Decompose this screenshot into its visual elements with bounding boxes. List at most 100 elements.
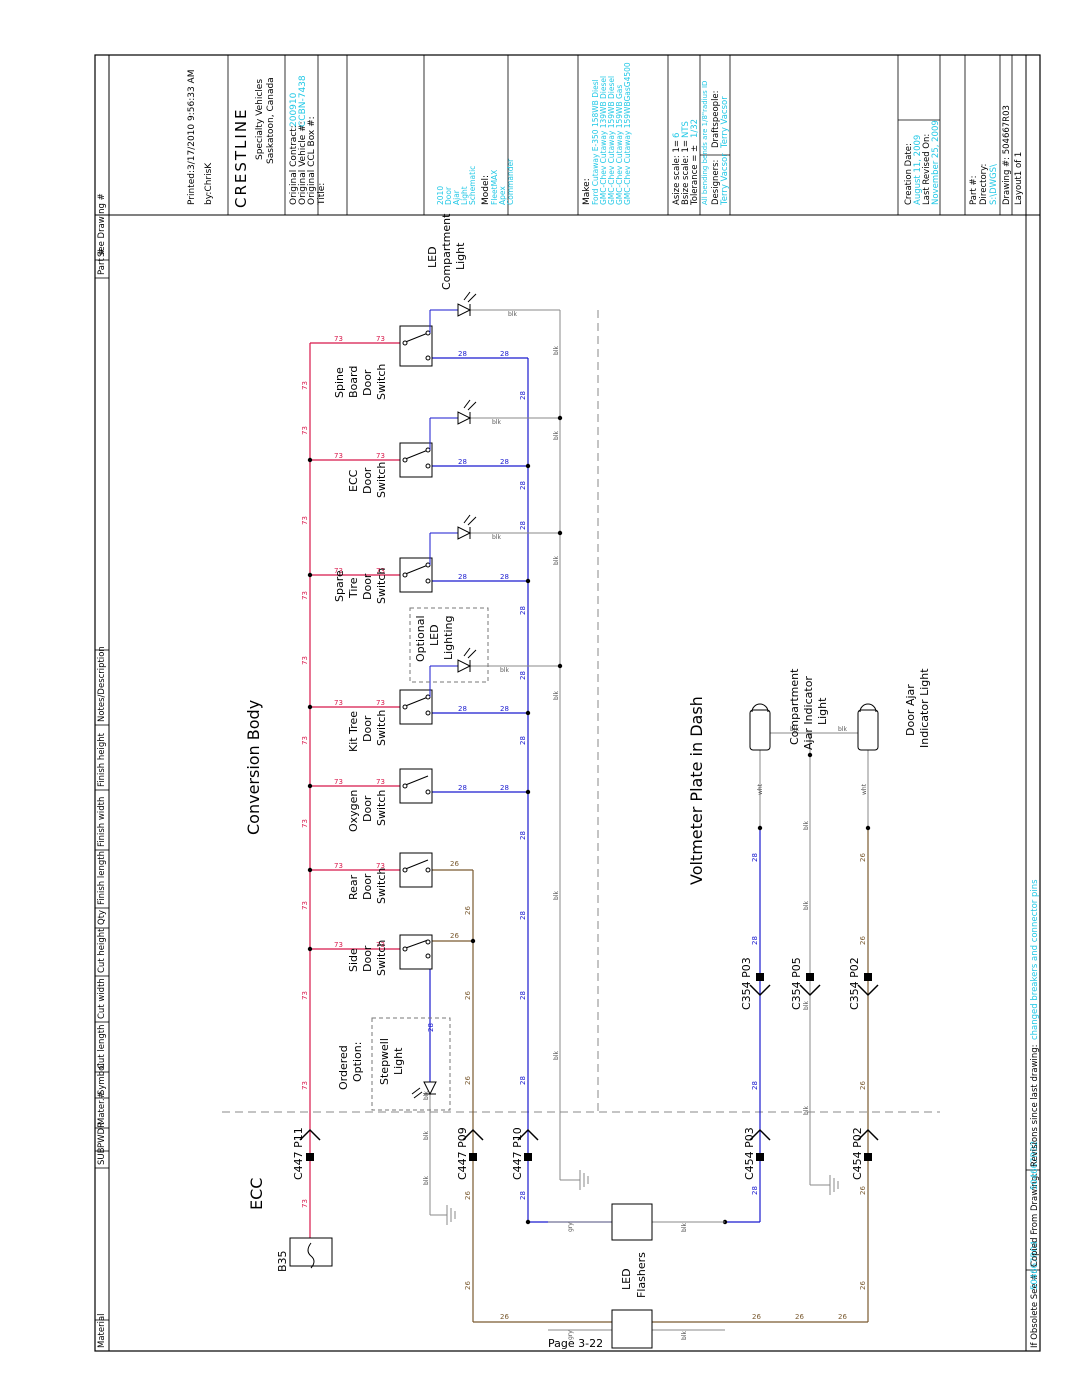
stepwell-box — [371, 1017, 451, 1111]
switch-label: Switch — [375, 364, 388, 400]
footer-obsolete-label: If Obsolete See #: — [1030, 1271, 1040, 1348]
wire-28-label: 28 — [427, 1023, 435, 1032]
switch-spare-tire-door: Spare Tire Door Switch — [333, 557, 433, 604]
switch-label: Switch — [375, 462, 388, 498]
footer-revisions-value: changed breakers and connector pins — [1030, 879, 1040, 1040]
connector-c454-p03: C454 P03 — [743, 1127, 771, 1180]
wire-blk-label: blk — [553, 1051, 560, 1060]
footer-revisions-label: Revisions since last drawing: — [1030, 1044, 1040, 1167]
compartment-indicator-label: Light — [816, 697, 829, 725]
wire-28-label: 28 — [458, 350, 467, 358]
stepwell-light-label: Light — [392, 1047, 405, 1075]
wire-28-label: 28 — [751, 1186, 759, 1195]
title-value-2: Door — [444, 186, 453, 205]
switch-label: Door — [361, 715, 374, 742]
led-flasher-box-2 — [611, 1309, 653, 1349]
wire-blk-label: blk — [553, 431, 560, 440]
door-indicator-label: Door Ajar — [904, 684, 917, 736]
connector-label: C354 P03 — [740, 957, 753, 1010]
connector-c354-p03: C354 P03 — [740, 957, 771, 1010]
led-icon — [457, 291, 477, 317]
compartment-indicator-label: Ajar Indicator — [802, 676, 815, 750]
connector-label: C354 P02 — [848, 957, 861, 1010]
flashers-label: Flashers — [635, 1252, 648, 1298]
wire-wht-label: wht — [861, 783, 868, 795]
switch-label: Oxygen — [347, 790, 360, 832]
connector-label: C354 P05 — [790, 957, 803, 1010]
company-line-1: Specialty Vehicles — [255, 79, 265, 160]
header-col-cut-height: Cut height — [97, 928, 107, 973]
wire-73-label: 73 — [376, 452, 385, 460]
wire-28-label: 28 — [519, 736, 527, 745]
wire-26-label: 26 — [464, 1191, 472, 1200]
header-col-see-drawing: See Drawing # — [97, 193, 107, 257]
directory-value: S:\DWGS\ — [989, 164, 999, 205]
wire-blk-label: blk — [492, 534, 501, 541]
switch-label: Side — [347, 948, 360, 972]
wire-blk-label: blk — [500, 667, 509, 674]
wire-73-label: 73 — [376, 335, 385, 343]
switch-label: Switch — [375, 790, 388, 826]
make-value-4: GMC-Chev Cutaway 159WB Gas — [615, 85, 624, 205]
switch-label: Door — [361, 467, 374, 494]
make-value-5: GMC-Chev Cutaway 159WBGasG4500 — [623, 62, 632, 205]
header-strip: Material SUB PWDR Mater.# Symbol Cut len… — [97, 193, 107, 1348]
wire-73-label: 73 — [334, 567, 343, 575]
header-col-finish-length: Finish length — [97, 851, 107, 905]
make-value-1: Ford Cutaway E-350 158WB Diesl — [591, 79, 600, 205]
wire-blk-label: blk — [508, 311, 517, 318]
wire-73-label: 73 — [301, 901, 309, 910]
printed-by: by:ChrisK — [204, 162, 214, 205]
wire-73-labels: 73 73 73 73 73 73 73 73 73 73 73 73 73 7… — [301, 335, 385, 1208]
wire-73-label: 73 — [376, 699, 385, 707]
section-dash-label: Voltmeter Plate in Dash — [687, 696, 706, 885]
model-value-3: Commander — [506, 158, 515, 205]
switch-side-door: Side Door Switch — [347, 934, 433, 976]
wire-28-label: 28 — [519, 671, 527, 680]
breaker-label: B35 — [276, 1250, 289, 1272]
wire-28-labels: 28 28 28 28 28 28 28 28 28 28 28 28 28 2… — [427, 350, 759, 1200]
bsize-label: Bsize scale: 1= — [681, 140, 691, 205]
last-revised-label: Last Revised On: — [922, 134, 932, 205]
compartment-light-label: Light — [454, 242, 467, 270]
led-icon — [411, 1081, 437, 1099]
wire-73-label: 73 — [301, 736, 309, 745]
wire-28-junctions — [525, 463, 728, 1225]
compartment-indicator-label: Compartment — [788, 668, 801, 745]
compartment-indicator-lamp — [749, 703, 771, 751]
wire-gry-label: gry — [567, 1222, 574, 1232]
wire-26-runs — [430, 828, 869, 1323]
door-ajar-indicator-lamp — [857, 703, 879, 751]
draftspeople-value: Terry Vacsor — [720, 96, 730, 149]
wire-73-label: 73 — [301, 426, 309, 435]
footer-obsolete-value: 504667R04 — [1030, 1241, 1040, 1290]
wire-blk-label: blk — [838, 726, 847, 733]
wire-blk-label: blk — [553, 691, 560, 700]
wire-26-label: 26 — [752, 1313, 761, 1321]
header-material: Material — [97, 1313, 107, 1348]
wire-26-label: 26 — [464, 1281, 472, 1290]
wire-28-label: 28 — [519, 606, 527, 615]
wire-26-labels: 26 26 26 26 26 26 26 26 26 26 26 26 26 2… — [450, 853, 867, 1321]
wire-26-label: 26 — [859, 1281, 867, 1290]
stepwell-light-label: Stepwell — [378, 1038, 391, 1085]
wire-73-label: 73 — [301, 656, 309, 665]
asize-label: Asize scale: 1= — [672, 140, 682, 205]
original-contract-label: Original Contract: — [289, 125, 299, 205]
bsize-value: NTS — [681, 121, 691, 138]
page-label: Page 3-22 — [548, 1337, 603, 1350]
footer-strip: If Obsolete See #: 504667R04 Copied From… — [1030, 879, 1040, 1348]
wire-73-label: 73 — [334, 862, 343, 870]
connector-c447-p10: C447 P10 — [511, 1127, 539, 1180]
wire-26-label: 26 — [859, 936, 867, 945]
flashers-label: LED — [620, 1268, 633, 1290]
wire-28-runs — [429, 357, 761, 1223]
connector-c354-p05: C354 P05 — [790, 957, 821, 1010]
switch-spine-board-door: Spine Board Door Switch — [333, 325, 433, 400]
connector-c447-p09: C447 P09 — [456, 1127, 484, 1180]
led-icon — [457, 647, 477, 673]
breaker-icon — [307, 1242, 315, 1269]
wire-26-label: 26 — [450, 860, 459, 868]
draftspeople-label: Draftspeople: — [711, 90, 721, 148]
stepwell-option-label: Option: — [351, 1042, 364, 1082]
